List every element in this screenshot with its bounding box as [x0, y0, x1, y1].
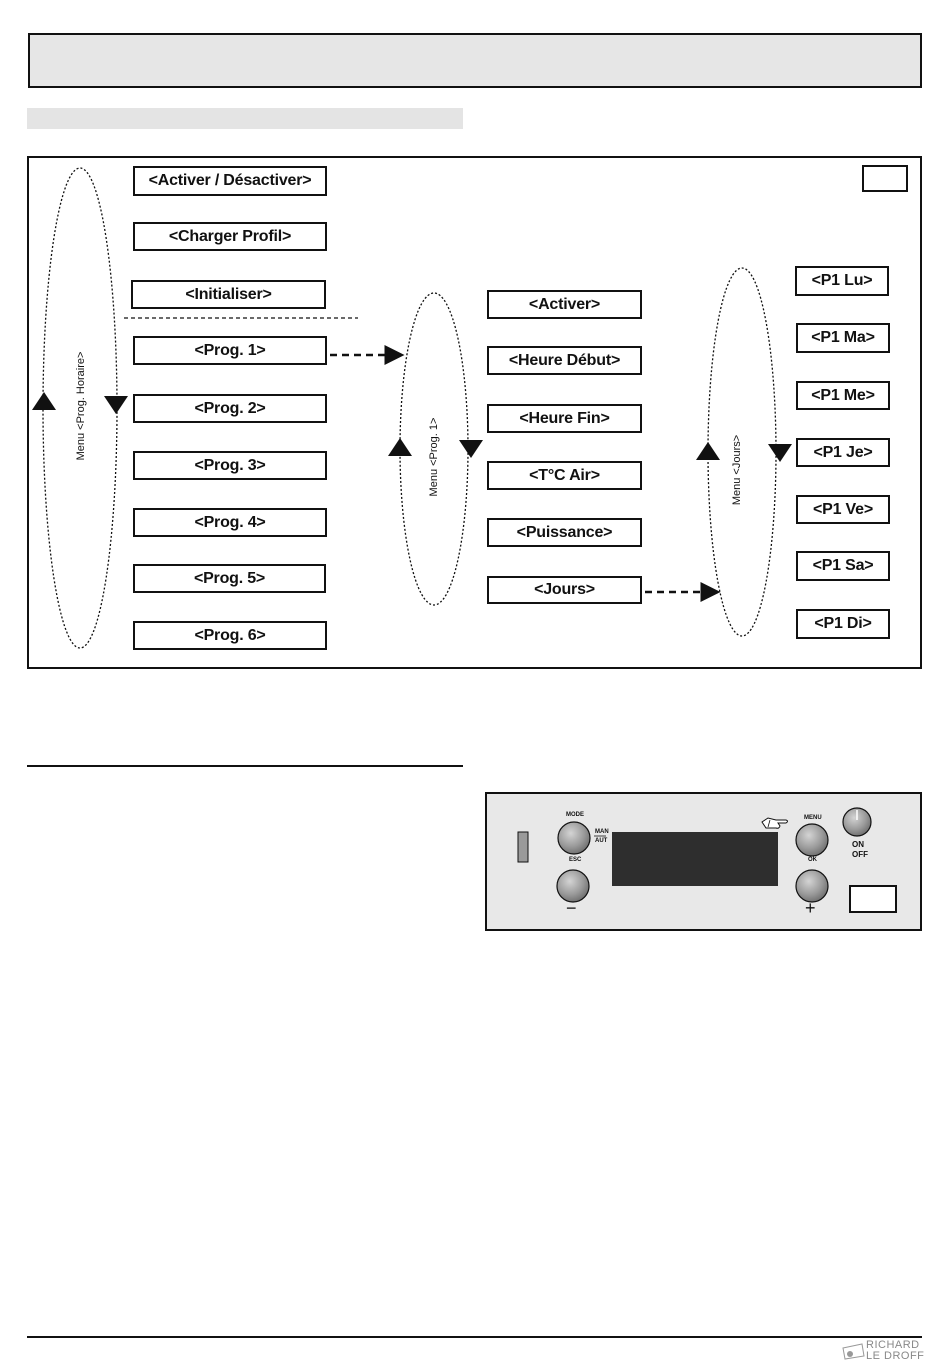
menu-item-prog-3[interactable]: <Prog. 3> — [133, 451, 327, 480]
menu-diagram-frame — [27, 156, 922, 669]
section-title-bar — [27, 108, 463, 129]
esc-label: ESC — [569, 857, 582, 863]
menu-item-p1-je[interactable]: <P1 Je> — [796, 438, 890, 467]
menu-item-p1-di[interactable]: <P1 Di> — [796, 609, 890, 639]
menu-item-activer[interactable]: <Activer> — [487, 290, 642, 319]
menu-item-tc-air[interactable]: <T°C Air> — [487, 461, 642, 490]
page-header-box — [28, 33, 922, 88]
aut-label: AUT — [595, 838, 608, 844]
ok-label: OK — [808, 857, 817, 863]
menu-item-heure-debut[interactable]: <Heure Début> — [487, 346, 642, 375]
brand-logo-icon — [842, 1343, 865, 1360]
menu-item-p1-lu[interactable]: <P1 Lu> — [795, 266, 889, 296]
right-down-arrow-icon — [768, 444, 792, 462]
mode-label: MODE — [566, 812, 584, 818]
menu-item-prog-5[interactable]: <Prog. 5> — [133, 564, 326, 593]
menu-item-p1-me[interactable]: <P1 Me> — [796, 381, 890, 410]
pointing-hand-icon — [761, 817, 788, 829]
menu-item-p1-sa[interactable]: <P1 Sa> — [796, 551, 890, 581]
plus-button[interactable] — [795, 869, 829, 903]
menu-item-p1-ma[interactable]: <P1 Ma> — [796, 323, 890, 353]
menu-item-puissance[interactable]: <Puissance> — [487, 518, 642, 547]
menu-item-charger-profil[interactable]: <Charger Profil> — [133, 222, 327, 251]
minus-symbol: − — [566, 898, 577, 918]
panel-tag-box — [849, 885, 897, 913]
left-up-arrow-icon — [32, 392, 56, 410]
menu-label: MENU — [804, 815, 822, 821]
menu-item-prog-1[interactable]: <Prog. 1> — [133, 336, 327, 365]
brand-name-line2: LE DROFF — [866, 1350, 925, 1362]
middle-down-arrow-icon — [459, 440, 483, 458]
left-down-arrow-icon — [104, 396, 128, 414]
menu-item-heure-fin[interactable]: <Heure Fin> — [487, 404, 642, 433]
menu-item-prog-4[interactable]: <Prog. 4> — [133, 508, 327, 537]
middle-up-arrow-icon — [388, 438, 412, 456]
mode-esc-button[interactable] — [557, 821, 591, 855]
menu-item-initialiser[interactable]: <Initialiser> — [131, 280, 326, 309]
diagram-tag-box — [862, 165, 908, 192]
menu-item-jours[interactable]: <Jours> — [487, 576, 642, 604]
status-led — [517, 831, 529, 863]
section-divider — [27, 765, 463, 767]
off-label: OFF — [852, 850, 868, 859]
right-up-arrow-icon — [696, 442, 720, 460]
brand-name-line1: RICHARD — [866, 1339, 920, 1351]
menu-ok-button[interactable] — [795, 823, 829, 857]
minus-button[interactable] — [556, 869, 590, 903]
plus-symbol: + — [805, 898, 816, 918]
lcd-display — [612, 832, 778, 886]
menu-item-prog-6[interactable]: <Prog. 6> — [133, 621, 327, 650]
menu-item-p1-ve[interactable]: <P1 Ve> — [796, 495, 890, 524]
power-button[interactable] — [842, 807, 872, 837]
menu-item-activer-desactiver[interactable]: <Activer / Désactiver> — [133, 166, 327, 196]
footer-rule — [27, 1336, 922, 1338]
man-label: MAN — [595, 829, 609, 835]
on-label: ON — [852, 840, 864, 849]
menu-item-prog-2[interactable]: <Prog. 2> — [133, 394, 327, 423]
